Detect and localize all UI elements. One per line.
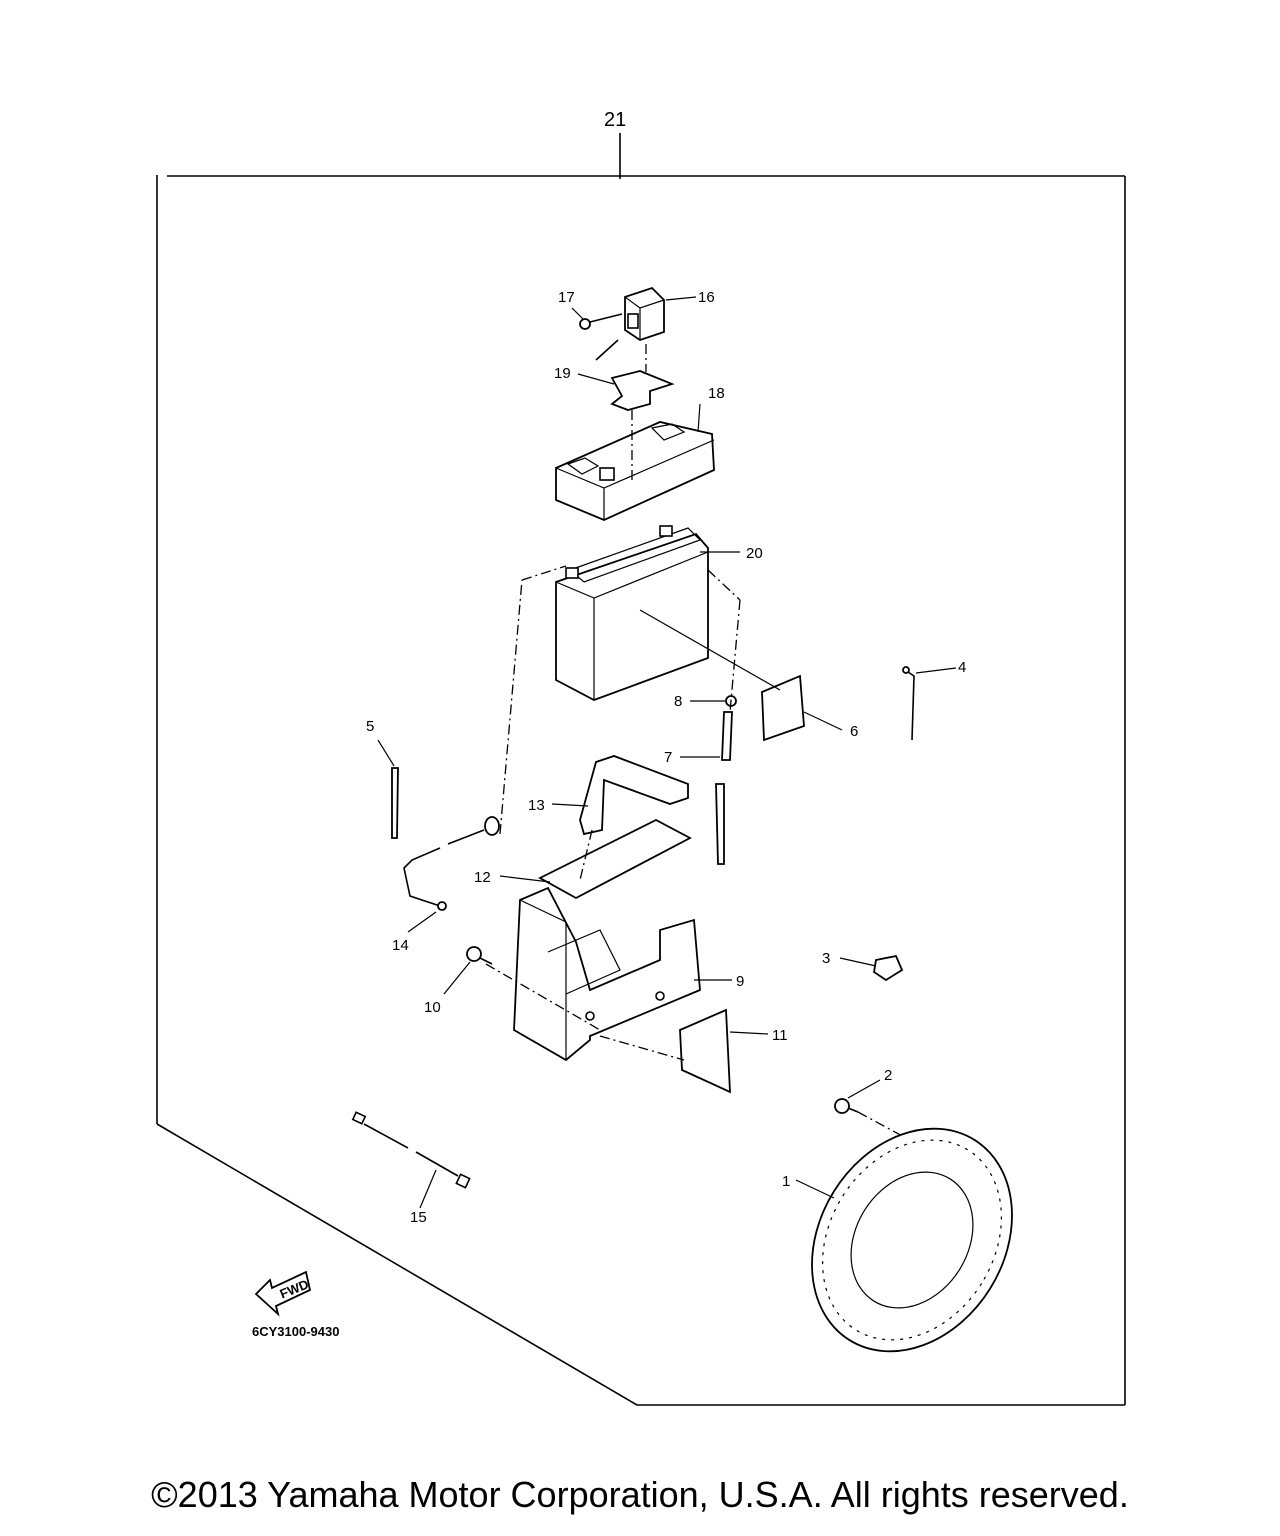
part-12-rubber-sheet [499,818,692,900]
part-9-battery-box [485,886,732,1062]
label-19: 19 [554,365,571,382]
label-17: 17 [558,289,575,306]
part-13-battery-band [551,755,689,836]
label-2: 2 [884,1067,892,1084]
label-20: 20 [746,545,763,562]
leader-lines [571,296,701,433]
part-1-sensor-rotor [795,1127,1013,1353]
part-6-label-sheet [639,609,843,742]
label-16: 16 [698,289,715,306]
label-4: 4 [958,659,966,676]
part-7-breather-hose [680,569,741,865]
part-8-clamp [690,695,737,707]
part-3-clip [839,954,904,982]
part-16-starter-relay [595,286,665,361]
part-19-bracket [610,344,675,411]
copyright-notice: ©2013 Yamaha Motor Corporation, U.S.A. A… [151,1474,1129,1515]
part-17-screw [579,313,623,330]
part-11-protector-sheet [599,1008,769,1094]
label-11: 11 [772,1027,788,1044]
label-6: 6 [850,723,858,740]
kit-label-21: 21 [604,109,626,131]
fwd-arrow-icon: FWD [254,1270,312,1317]
label-14: 14 [392,937,409,954]
part-10-bolt [443,946,493,995]
drawing-code: 6CY3100-9430 [252,1324,339,1339]
label-3: 3 [822,950,830,967]
label-7: 7 [664,749,672,766]
part-14-battery-cable [403,565,567,933]
part-18-battery-cover [555,410,715,521]
label-10: 10 [424,999,441,1016]
part-5-rod [377,739,399,839]
label-1: 1 [782,1173,790,1190]
label-9: 9 [736,973,744,990]
label-13: 13 [528,797,545,814]
label-8: 8 [674,693,682,710]
part-15-wire-lead [351,1111,471,1209]
kit-boundary-frame [156,133,1126,1406]
part-4-pin [902,666,957,741]
part-20-battery [555,525,740,701]
label-18: 18 [708,385,725,402]
label-15: 15 [410,1209,427,1226]
label-12: 12 [474,869,491,886]
label-5: 5 [366,718,374,735]
